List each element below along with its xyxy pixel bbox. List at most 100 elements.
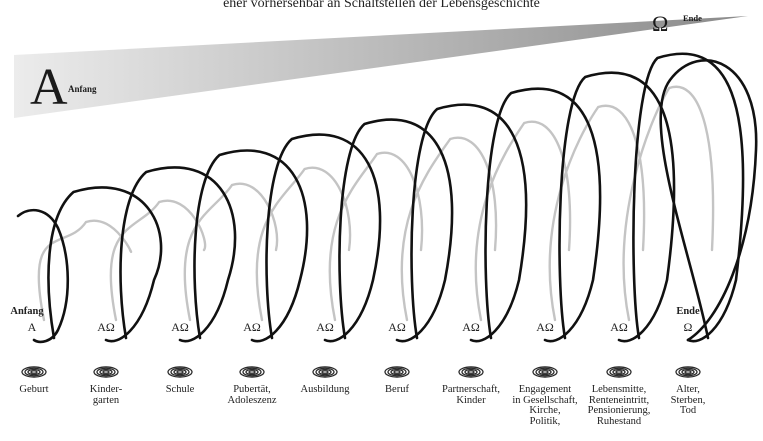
spiral-ring	[384, 366, 410, 378]
wedge-end-letter: Ω	[652, 11, 669, 36]
life-loops	[16, 52, 758, 344]
last-node-letter: Ω	[683, 320, 693, 334]
spiral-ring	[315, 367, 335, 377]
spiral-ring	[318, 368, 332, 376]
spiral-ring	[24, 367, 44, 377]
spiral-ring	[681, 368, 695, 376]
spiral-ring	[612, 368, 626, 376]
wedge-start-letter: A	[30, 59, 68, 116]
loop-segment	[484, 87, 602, 343]
spiral-ring	[684, 370, 692, 374]
spiral-ring	[170, 367, 190, 377]
spiral-ring	[27, 368, 41, 376]
spiral-marker	[312, 366, 338, 378]
spiral-marker	[606, 366, 632, 378]
ghost-loop	[548, 104, 646, 322]
ghost-loop	[183, 182, 279, 322]
spiral-ring	[30, 370, 38, 374]
ghost-loop	[37, 219, 133, 322]
ghost-loop	[109, 199, 207, 322]
spiral-ring	[312, 366, 338, 378]
spiral-marker	[532, 366, 558, 378]
spiral-ring	[167, 366, 193, 378]
spiral-ring	[675, 366, 701, 378]
spiral-marker	[675, 366, 701, 378]
spiral-marker	[93, 366, 119, 378]
loop-segment	[119, 166, 237, 343]
loop-segment	[659, 59, 758, 342]
spiral-ring	[532, 366, 558, 378]
spiral-ring	[176, 370, 184, 374]
spiral-ring	[615, 370, 623, 374]
first-node-letter: A	[27, 320, 37, 334]
spiral-ring	[606, 366, 632, 378]
milestone-label: Engagement in Gesellschaft, Kirche, Poli…	[512, 384, 578, 427]
spiral-ring	[541, 370, 549, 374]
ghost-loop	[400, 136, 498, 322]
milestone-label: Kinder- garten	[89, 384, 123, 406]
spiral-markers	[21, 366, 701, 378]
spiral-ring	[102, 370, 110, 374]
milestone-label: Beruf	[385, 384, 409, 395]
milestone-label: Schule	[165, 384, 195, 395]
spiral-ring	[535, 367, 555, 377]
loop-segment	[632, 52, 745, 343]
node-letter: AΩ	[536, 320, 554, 334]
ghost-loop	[255, 166, 352, 322]
milestone-label: Ausbildung	[300, 384, 350, 395]
milestone-label: Alter, Sterben, Tod	[670, 384, 706, 416]
milestone-label: Geburt	[19, 384, 49, 395]
node-letter: AΩ	[316, 320, 334, 334]
ghost-loop	[622, 85, 715, 322]
spiral-ring	[21, 366, 47, 378]
spiral-ring	[390, 368, 404, 376]
spiral-marker	[167, 366, 193, 378]
spiral-marker	[239, 366, 265, 378]
loop-segment	[47, 186, 163, 343]
loop-segment	[265, 133, 382, 343]
spiral-ring	[538, 368, 552, 376]
spiral-ring	[96, 367, 116, 377]
spiral-ring	[93, 366, 119, 378]
wedge-end-label: Ende	[683, 13, 702, 23]
first-node-title: Anfang	[10, 306, 44, 317]
spiral-ring	[239, 366, 265, 378]
last-node-title: Ende	[676, 306, 700, 317]
loop-segment	[558, 71, 676, 343]
milestone-label: Lebensmitte, Renteneintritt, Pensionieru…	[587, 384, 651, 427]
spiral-ring	[467, 370, 475, 374]
spiral-ring	[461, 367, 481, 377]
loop-segment	[410, 103, 528, 343]
spiral-ring	[248, 370, 256, 374]
spiral-marker	[21, 366, 47, 378]
wedge-start-label: Anfang	[68, 84, 97, 94]
spiral-ring	[173, 368, 187, 376]
node-letter: AΩ	[610, 320, 628, 334]
node-letter: AΩ	[388, 320, 406, 334]
spiral-ring	[321, 370, 329, 374]
node-letter: AΩ	[462, 320, 480, 334]
diagram-caption: eher vorhersehbar an Schaltstellen der L…	[223, 0, 540, 11]
node-letter: AΩ	[243, 320, 261, 334]
ghost-loops	[37, 85, 715, 322]
node-letter: AΩ	[97, 320, 115, 334]
spiral-ring	[464, 368, 478, 376]
spiral-marker	[458, 366, 484, 378]
milestone-label: Pubertät, Adoleszenz	[227, 384, 277, 406]
spiral-ring	[458, 366, 484, 378]
loop-segment	[16, 208, 70, 344]
spiral-ring	[609, 367, 629, 377]
anfang-ende-wedge	[14, 16, 748, 118]
loop-segment	[338, 118, 454, 343]
spiral-ring	[678, 367, 698, 377]
ghost-loop	[328, 151, 424, 322]
spiral-ring	[242, 367, 262, 377]
spiral-ring	[99, 368, 113, 376]
milestone-label: Partnerschaft, Kinder	[441, 384, 501, 406]
ghost-loop	[474, 120, 572, 322]
spiral-ring	[387, 367, 407, 377]
spiral-ring	[393, 370, 401, 374]
spiral-ring	[245, 368, 259, 376]
